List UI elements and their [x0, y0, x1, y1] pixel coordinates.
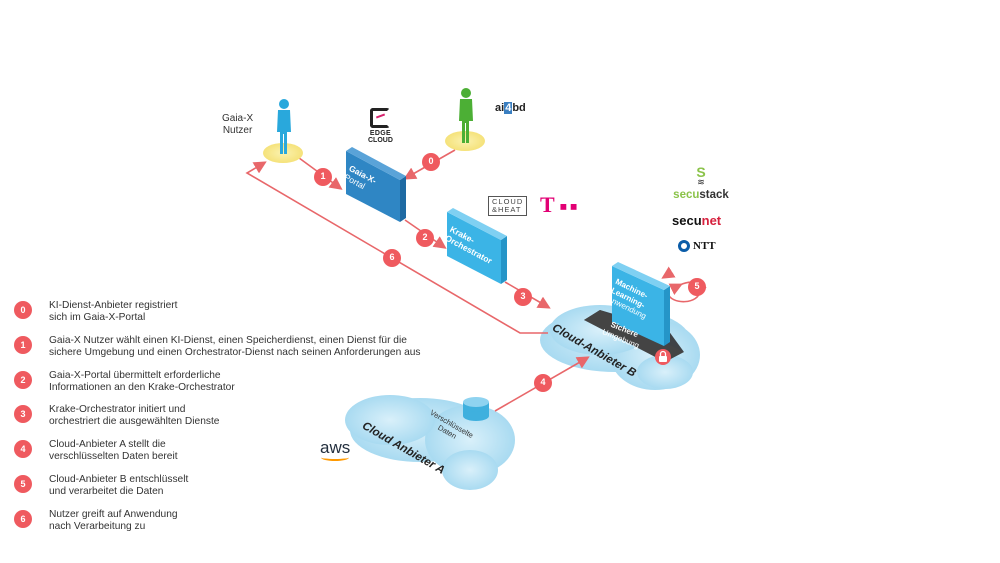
diagram-badge-4: 4	[540, 377, 546, 387]
edge-cloud-logo: EDGE CLOUD	[368, 108, 393, 144]
aws-text: aws	[320, 438, 351, 457]
ai4bd-text-4: 4	[504, 102, 513, 114]
secunet-logo: secunet	[672, 213, 721, 228]
ntt-text: NTT	[693, 240, 716, 252]
user-person-icon	[277, 99, 291, 154]
edge-cloud-text2: CLOUD	[368, 137, 393, 144]
ml-application-box	[612, 262, 670, 346]
ntt-icon	[678, 240, 690, 252]
legend-text-line1: Cloud-Anbieter A stellt die	[49, 439, 166, 450]
user-label-line2: Nutzer	[222, 125, 253, 136]
legend-badge: 1	[14, 336, 32, 354]
telekom-dots: ■ ■	[559, 199, 578, 214]
aws-smile-icon	[321, 454, 350, 461]
secustack-text-a: secu	[673, 189, 700, 201]
legend-badge: 4	[14, 440, 32, 458]
edge-cloud-text1: EDGE	[369, 130, 391, 137]
diagram-badge-6: 6	[389, 252, 395, 262]
legend-badge: 5	[14, 475, 32, 493]
legend-item-2: 2 Gaia-X-Portal übermittelt erforderlich…	[14, 370, 235, 393]
diagram-badge-5: 5	[694, 281, 700, 291]
legend-text-line1: Nutzer greift auf Anwendung	[49, 509, 178, 520]
diagram-badge-3: 3	[520, 291, 526, 301]
telekom-logo: T ■ ■	[540, 192, 577, 218]
user-label-line1: Gaia-X	[222, 113, 254, 124]
legend-text-line2: Informationen an den Krake-Orchestrator	[49, 381, 235, 393]
legend-badge: 3	[14, 405, 32, 423]
ai4bd-text-b: bd	[512, 102, 526, 114]
diagram-badge-1: 1	[320, 171, 326, 181]
legend-item-1: 1 Gaia-X Nutzer wählt einen KI-Dienst, e…	[14, 335, 421, 358]
legend-text-line1: KI-Dienst-Anbieter registriert	[49, 300, 178, 311]
ai4bd-text-a: ai	[495, 102, 505, 114]
ntt-logo: NTT	[678, 240, 716, 252]
secustack-text-b: stack	[699, 189, 729, 201]
secunet-text-b: net	[701, 213, 722, 228]
legend-text-line1: Gaia-X-Portal übermittelt erforderliche	[49, 370, 221, 381]
diagram-badge-0: 0	[428, 156, 434, 166]
diagram-badge-2: 2	[422, 232, 428, 242]
ai4bd-logo: ai4bd	[495, 102, 526, 114]
diagram-step-badges	[314, 153, 706, 392]
legend-badge: 2	[14, 371, 32, 389]
edge-cloud-icon	[370, 108, 391, 128]
krake-orchestrator-box	[447, 208, 507, 284]
legend-text-line2: sich im Gaia-X-Portal	[49, 311, 146, 323]
legend-badge: 0	[14, 301, 32, 319]
secunet-text-a: secu	[672, 213, 702, 228]
aws-logo: aws	[320, 438, 351, 461]
lock-icon	[655, 349, 671, 365]
cloud-heat-text2: &HEAT	[492, 205, 522, 214]
telekom-t: T	[540, 192, 555, 217]
legend-text-line1: Krake-Orchestrator initiert und	[49, 404, 186, 415]
user-label: Gaia-X Nutzer	[222, 113, 253, 137]
gaia-x-portal-box	[346, 147, 406, 222]
provider-person-icon	[459, 88, 473, 143]
legend-text-line2: orchestriert die ausgewählten Dienste	[49, 415, 220, 427]
cloud-anbieter-a	[345, 395, 515, 490]
secustack-layers-icon: ≋	[697, 177, 705, 187]
legend-badge: 6	[14, 510, 32, 528]
legend-text-line2: sichere Umgebung und einen Orchestrator-…	[49, 346, 421, 358]
cloud-heat-logo: CLOUD &HEAT	[488, 196, 528, 216]
legend-text-line2: verschlüsselten Daten bereit	[49, 450, 178, 462]
legend-text-line2: nach Verarbeitung zu	[49, 520, 146, 532]
secustack-logo: S ≋ secustack	[666, 164, 736, 201]
secustack-icon: S	[696, 164, 706, 180]
cloud-heat-text1: CLOUD	[492, 197, 524, 206]
legend-text-line2: und verarbeitet die Daten	[49, 485, 164, 497]
legend-text-line1: Gaia-X Nutzer wählt einen KI-Dienst, ein…	[49, 335, 407, 346]
database-icon	[463, 397, 489, 421]
legend-text-line1: Cloud-Anbieter B entschlüsselt	[49, 474, 189, 485]
